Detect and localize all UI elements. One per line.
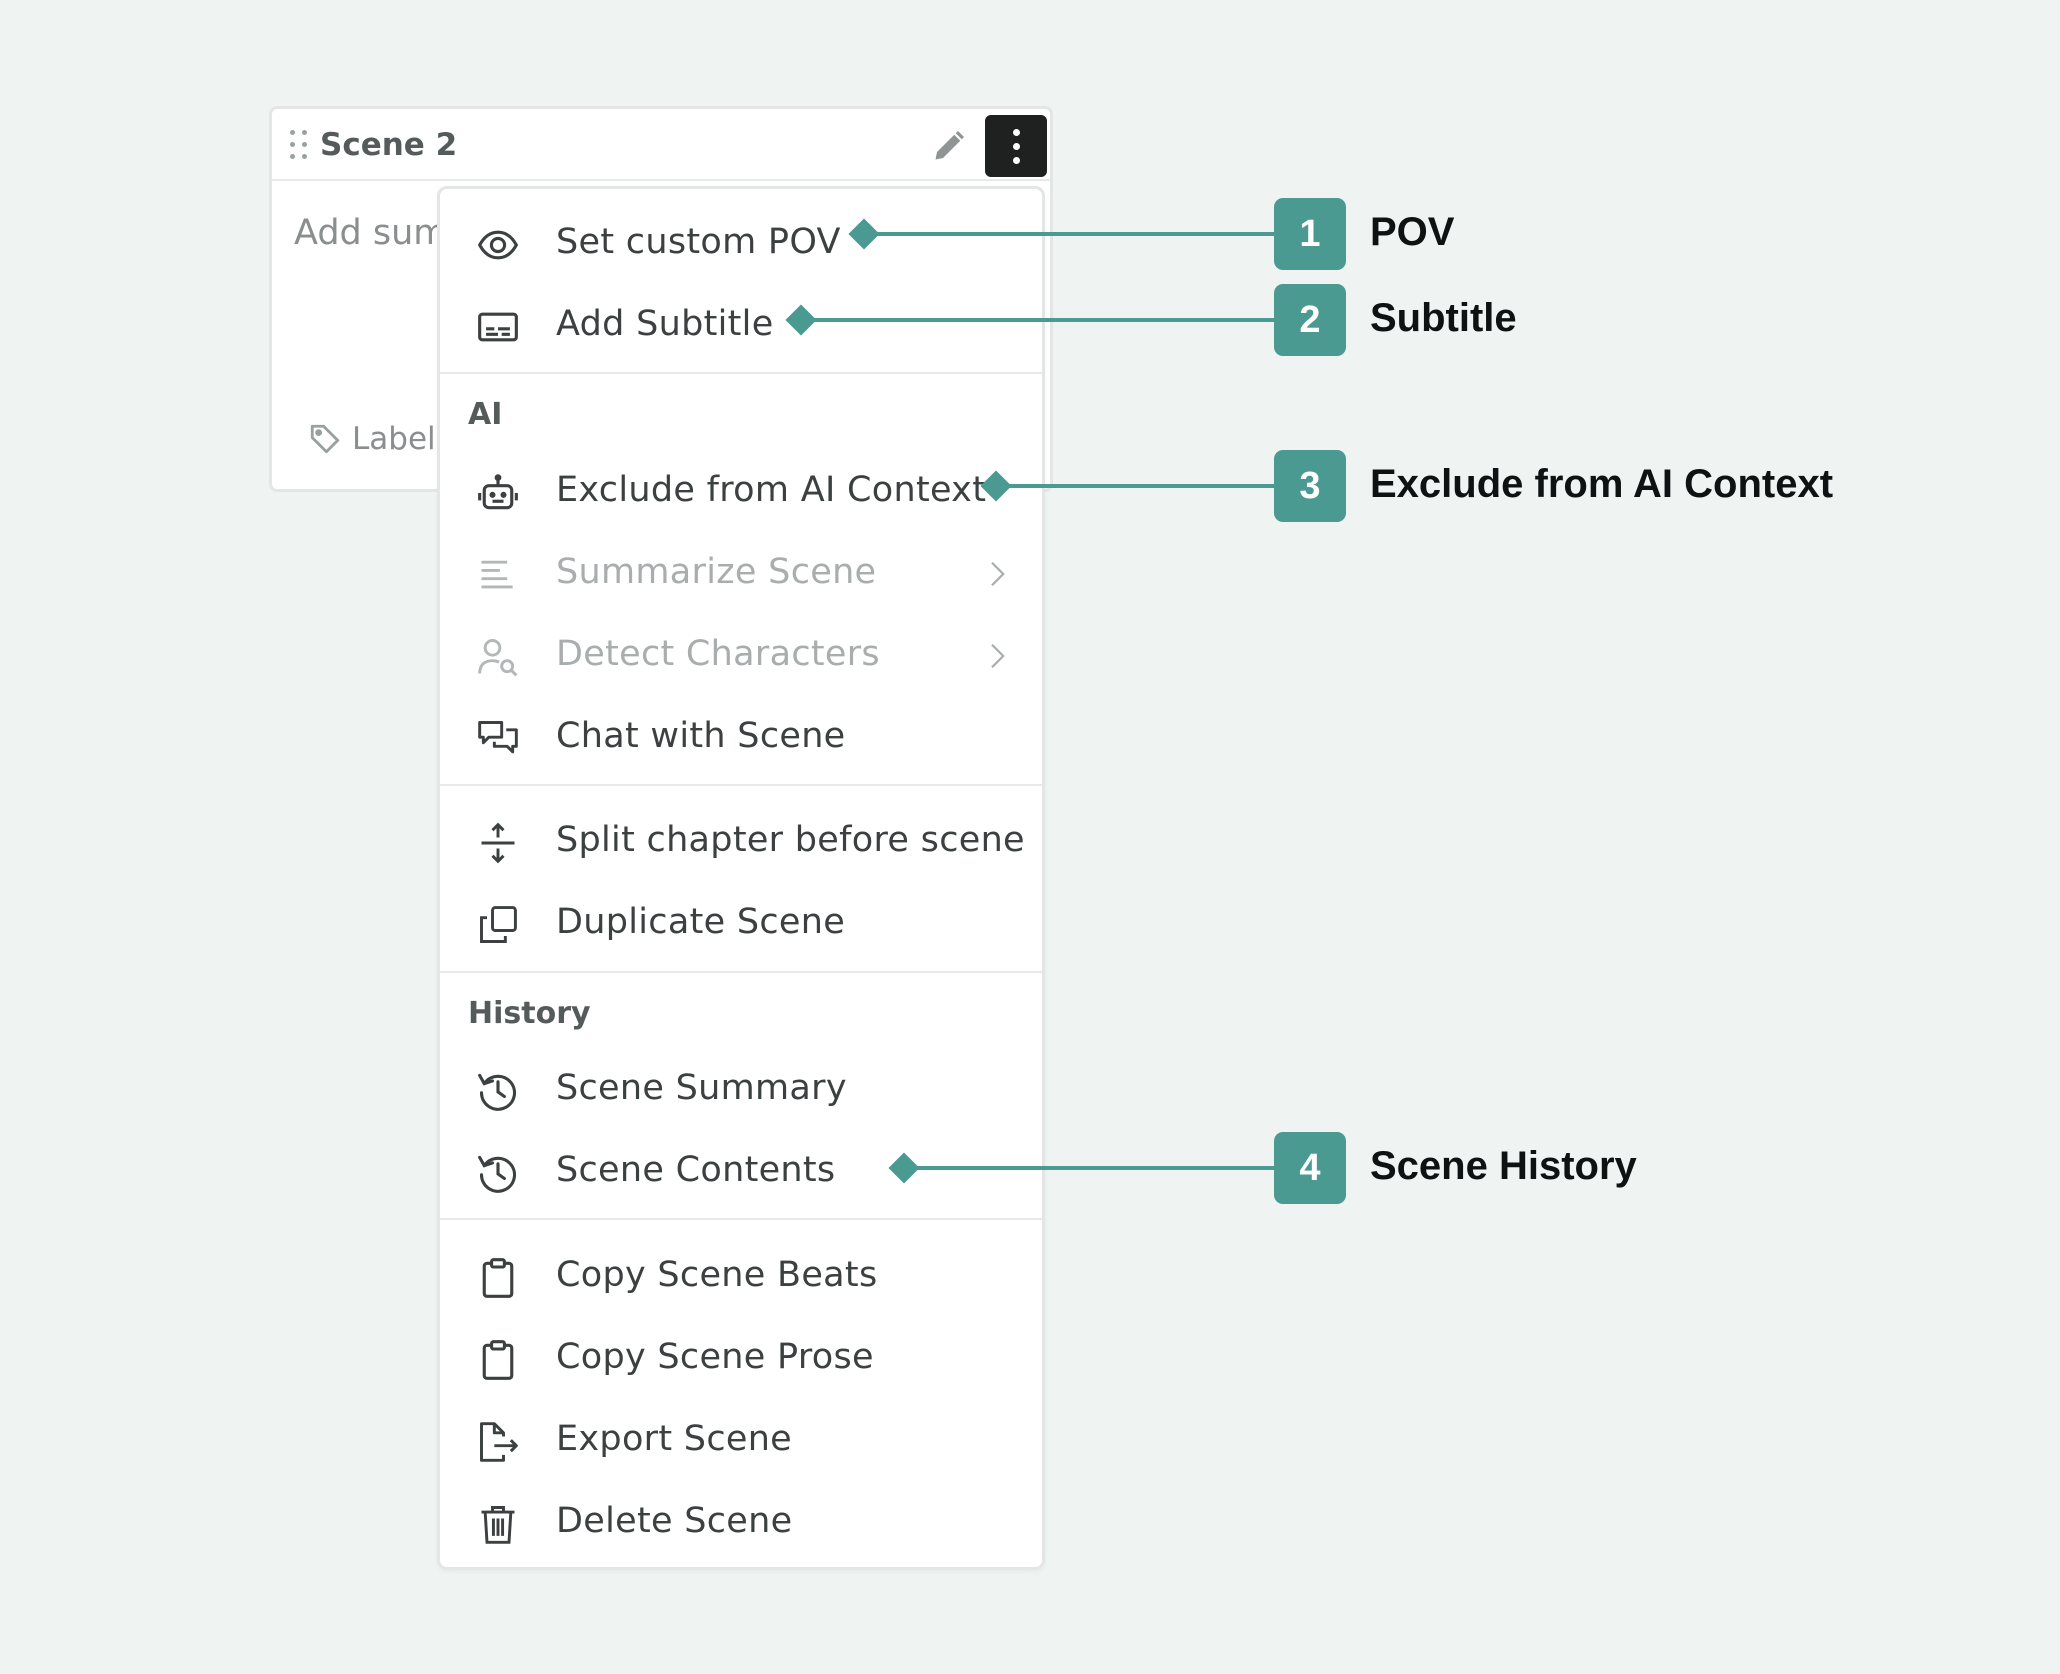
- kebab-dot-icon: [1013, 157, 1020, 164]
- callout-badge: 3: [1274, 450, 1346, 522]
- menu-item-label: Split chapter before scene: [556, 820, 1025, 860]
- tag-icon: [310, 424, 340, 454]
- callout-label: Exclude from AI Context: [1370, 462, 1834, 506]
- user-search-icon: [478, 639, 518, 677]
- robot-icon: [478, 474, 518, 510]
- label-text: Label: [352, 421, 436, 457]
- pencil-icon[interactable]: [931, 128, 967, 164]
- menu-item-copy-scene-beats[interactable]: Copy Scene Beats: [440, 1238, 1042, 1314]
- callout-line: [998, 484, 1276, 488]
- menu-item-label: Export Scene: [556, 1419, 793, 1459]
- chevron-right-icon: [991, 643, 1005, 669]
- drag-handle-icon[interactable]: [290, 130, 310, 162]
- kebab-dot-icon: [1013, 143, 1020, 150]
- subtitle-icon: [478, 312, 518, 342]
- menu-section-history: History: [468, 996, 591, 1031]
- history-icon: [478, 1073, 516, 1111]
- callout-label: Subtitle: [1370, 296, 1517, 340]
- menu-item-summarize-scene[interactable]: Summarize Scene: [440, 535, 1042, 611]
- menu-item-label: Summarize Scene: [556, 552, 877, 592]
- label-button[interactable]: Label: [308, 421, 448, 457]
- more-options-button[interactable]: [985, 115, 1047, 177]
- menu-separator: [440, 971, 1042, 973]
- history-icon: [478, 1155, 516, 1193]
- menu-item-label: Copy Scene Beats: [556, 1255, 878, 1295]
- menu-item-duplicate-scene[interactable]: Duplicate Scene: [440, 885, 1042, 961]
- callout-badge: 4: [1274, 1132, 1346, 1204]
- menu-item-chat-with-scene[interactable]: Chat with Scene: [440, 699, 1042, 775]
- clipboard-icon: [482, 1258, 514, 1298]
- menu-separator: [440, 372, 1042, 374]
- menu-item-add-subtitle[interactable]: Add Subtitle: [440, 287, 1042, 363]
- menu-item-split-chapter[interactable]: Split chapter before scene: [440, 803, 1042, 879]
- eye-icon: [477, 230, 519, 260]
- trash-icon: [481, 1506, 515, 1544]
- callout-line: [866, 232, 1276, 236]
- menu-separator: [440, 784, 1042, 786]
- split-icon: [481, 822, 515, 864]
- menu-item-delete-scene[interactable]: Delete Scene: [440, 1484, 1042, 1560]
- scene-title: Scene 2: [320, 127, 458, 163]
- menu-item-label: Set custom POV: [556, 222, 841, 262]
- summary-placeholder[interactable]: Add summary: [294, 213, 444, 253]
- menu-section-ai: AI: [468, 397, 503, 432]
- menu-item-set-custom-pov[interactable]: Set custom POV: [440, 205, 1042, 281]
- menu-item-label: Detect Characters: [556, 634, 880, 674]
- menu-item-label: Scene Contents: [556, 1150, 836, 1190]
- menu-item-scene-summary-history[interactable]: Scene Summary: [440, 1051, 1042, 1127]
- scene-card-header: Scene 2: [272, 109, 1050, 181]
- menu-item-detect-characters[interactable]: Detect Characters: [440, 617, 1042, 693]
- chat-icon: [478, 721, 518, 754]
- clipboard-icon: [482, 1340, 514, 1380]
- menu-item-export-scene[interactable]: Export Scene: [440, 1402, 1042, 1478]
- menu-item-label: Duplicate Scene: [556, 902, 846, 942]
- menu-separator: [440, 1218, 1042, 1220]
- menu-item-label: Add Subtitle: [556, 304, 774, 344]
- callout-line: [906, 1166, 1276, 1170]
- menu-item-label: Exclude from AI Context: [556, 470, 987, 510]
- scene-options-menu: Set custom POV Add Subtitle AI Exclude f…: [437, 186, 1045, 1570]
- callout-label: POV: [1370, 210, 1455, 254]
- menu-item-scene-contents-history[interactable]: Scene Contents: [440, 1133, 1042, 1209]
- callout-line: [803, 318, 1276, 322]
- menu-item-exclude-ai-context[interactable]: Exclude from AI Context: [440, 453, 1042, 529]
- text-lines-icon: [481, 560, 513, 589]
- menu-item-label: Chat with Scene: [556, 716, 846, 756]
- export-icon: [480, 1422, 518, 1462]
- kebab-dot-icon: [1013, 129, 1020, 136]
- menu-item-label: Scene Summary: [556, 1068, 847, 1108]
- menu-item-label: Copy Scene Prose: [556, 1337, 874, 1377]
- callout-badge: 1: [1274, 198, 1346, 270]
- chevron-right-icon: [991, 561, 1005, 587]
- duplicate-icon: [480, 906, 517, 943]
- menu-item-label: Delete Scene: [556, 1501, 793, 1541]
- callout-badge: 2: [1274, 284, 1346, 356]
- callout-label: Scene History: [1370, 1144, 1637, 1188]
- menu-item-copy-scene-prose[interactable]: Copy Scene Prose: [440, 1320, 1042, 1396]
